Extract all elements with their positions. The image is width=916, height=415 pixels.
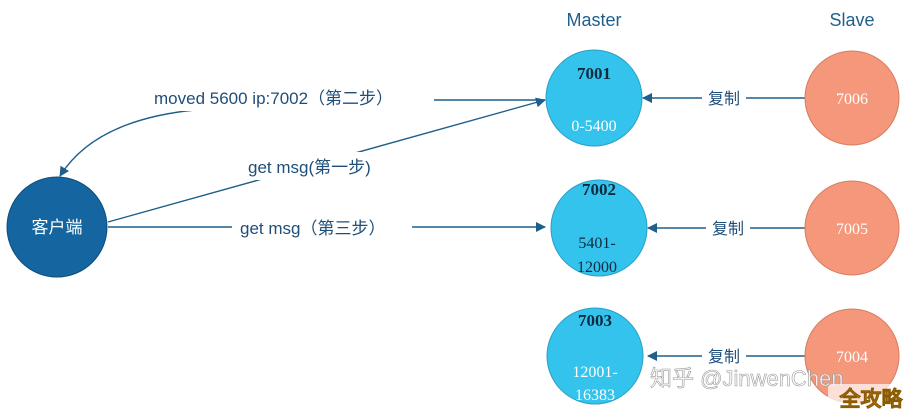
master-id-7001: 7001 <box>577 64 611 83</box>
slave-id-7005: 7005 <box>836 221 868 238</box>
watermark-site: 知乎 @JinwenChen <box>650 366 844 391</box>
replicate-label-3: 复制 <box>708 348 740 366</box>
master-range-7003-line1: 12001- <box>572 364 617 381</box>
edge-step1-label: get msg(第一步) <box>248 158 371 177</box>
master-range-7001: 0-5400 <box>571 118 616 135</box>
slave-id-7006: 7006 <box>836 91 868 108</box>
master-id-7003: 7003 <box>578 311 612 330</box>
edge-step2-curve <box>59 109 196 177</box>
master-id-7002: 7002 <box>582 180 616 199</box>
client-label: 客户端 <box>32 218 83 237</box>
replicate-label-1: 复制 <box>708 90 740 108</box>
master-node-7003 <box>546 307 644 405</box>
slave-node-7005 <box>804 180 900 276</box>
slave-id-7004: 7004 <box>836 349 868 366</box>
replicate-label-2: 复制 <box>712 220 744 238</box>
watermark-corner: 全攻略 <box>839 387 904 411</box>
master-node-7002 <box>550 179 648 277</box>
slave-column-header: Slave <box>829 10 874 30</box>
master-range-7002-line2: 12000 <box>577 259 617 276</box>
client-node <box>6 176 108 278</box>
edge-step3-label: get msg（第三步） <box>240 219 385 238</box>
master-range-7002-line1: 5401- <box>578 235 615 252</box>
master-node-7001 <box>545 49 643 147</box>
slave-node-7006 <box>804 50 900 146</box>
master-range-7003-line2: 16383 <box>575 387 615 404</box>
watermark-corner-bg <box>828 384 914 413</box>
edge-step2-label: moved 5600 ip:7002（第二步） <box>154 89 393 108</box>
master-column-header: Master <box>566 10 621 30</box>
